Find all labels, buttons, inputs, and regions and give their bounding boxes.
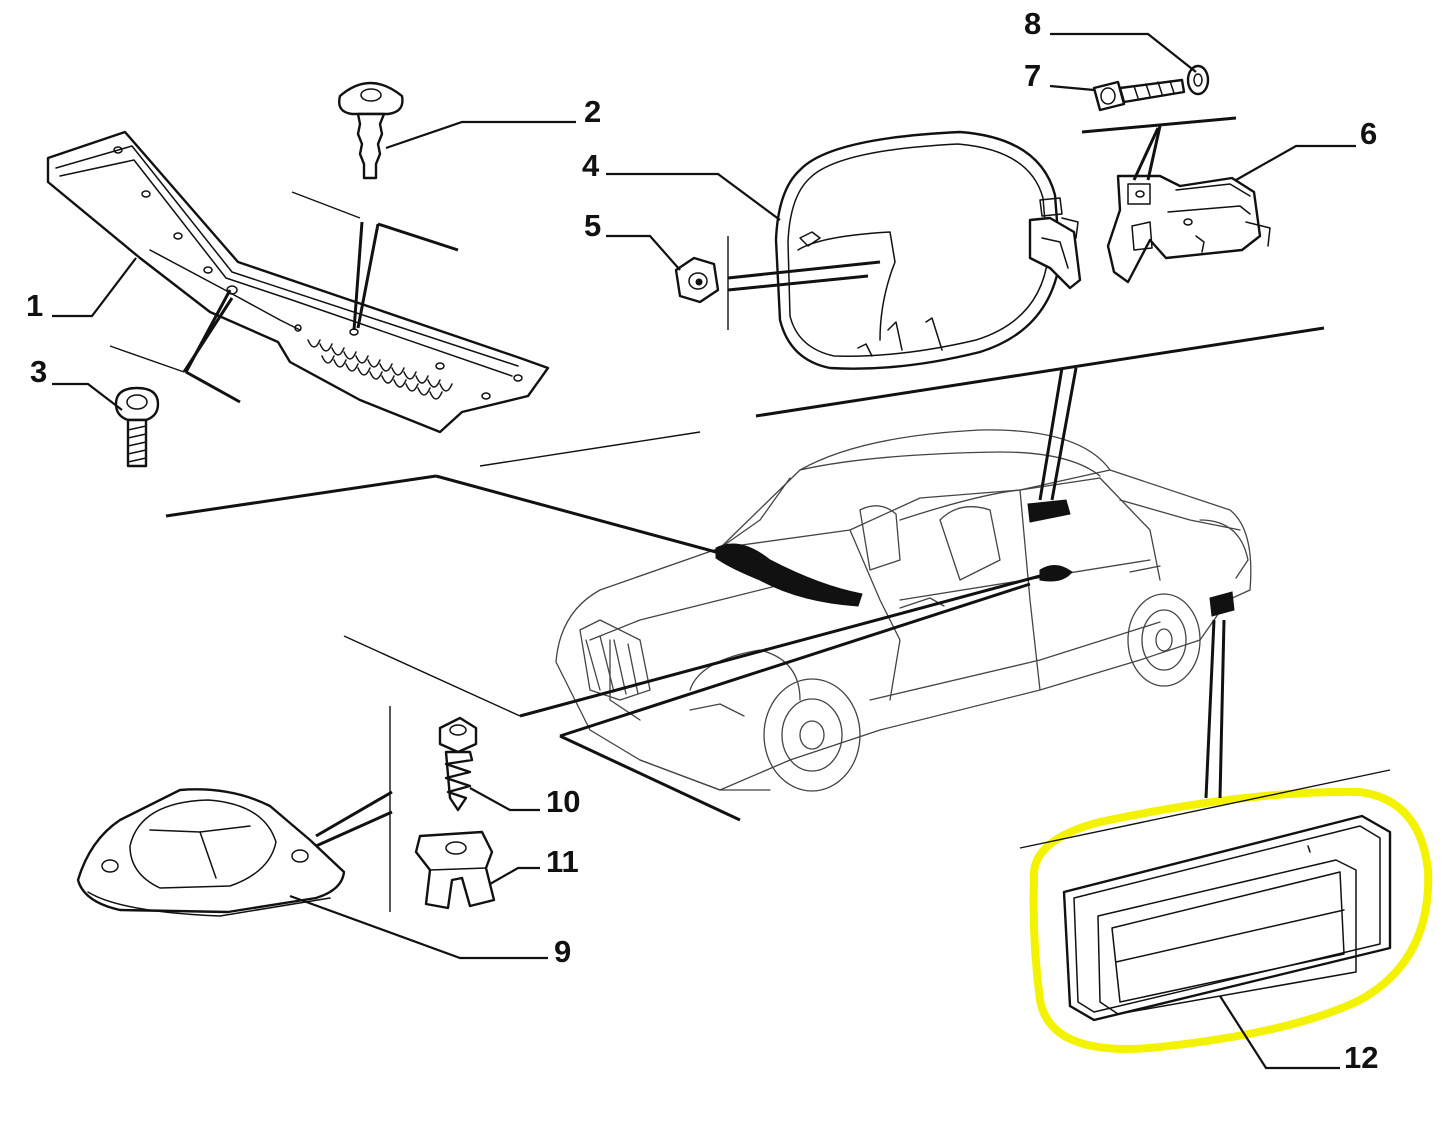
- fuel-flap-hinge: [1028, 197, 1082, 290]
- leader-lines: [52, 32, 1356, 1070]
- car-illustration: [555, 429, 1252, 792]
- callout-3: 3: [30, 354, 47, 389]
- cowl-vent-slots: [307, 339, 453, 400]
- callout-2: 2: [584, 94, 601, 129]
- part-11-clip-nut: [414, 830, 496, 910]
- part-8-washer: [1186, 64, 1210, 96]
- part-5-nut: [674, 256, 720, 304]
- part-12-door-handle: [1062, 814, 1392, 1022]
- callout-10: 10: [546, 784, 580, 819]
- callout-11: 11: [546, 844, 579, 879]
- callout-5: 5: [584, 208, 601, 243]
- callout-12: 12: [1344, 1040, 1378, 1075]
- callout-6: 6: [1360, 116, 1377, 151]
- callout-9: 9: [554, 934, 571, 969]
- callout-4: 4: [582, 148, 600, 183]
- part-1-cowl-panel: [46, 130, 550, 434]
- part-2-push-clip: [338, 81, 404, 180]
- part-3-screw: [114, 386, 160, 468]
- part-6-actuator: [1106, 174, 1271, 284]
- part-10-screw: [438, 716, 478, 812]
- part-4-fuel-filler-flap: [774, 130, 1082, 370]
- callout-7: 7: [1024, 58, 1041, 93]
- part-9-cover-cap: [76, 788, 346, 917]
- callout-1: 1: [26, 288, 43, 323]
- highlight-outline: [1029, 787, 1433, 1053]
- guide-lines: [109, 116, 1391, 912]
- part-7-screw: [1092, 78, 1186, 112]
- callout-labels: 1 2 3 4 5 6 7 8 9 10 11 12: [26, 6, 1378, 1075]
- callout-8: 8: [1024, 6, 1041, 41]
